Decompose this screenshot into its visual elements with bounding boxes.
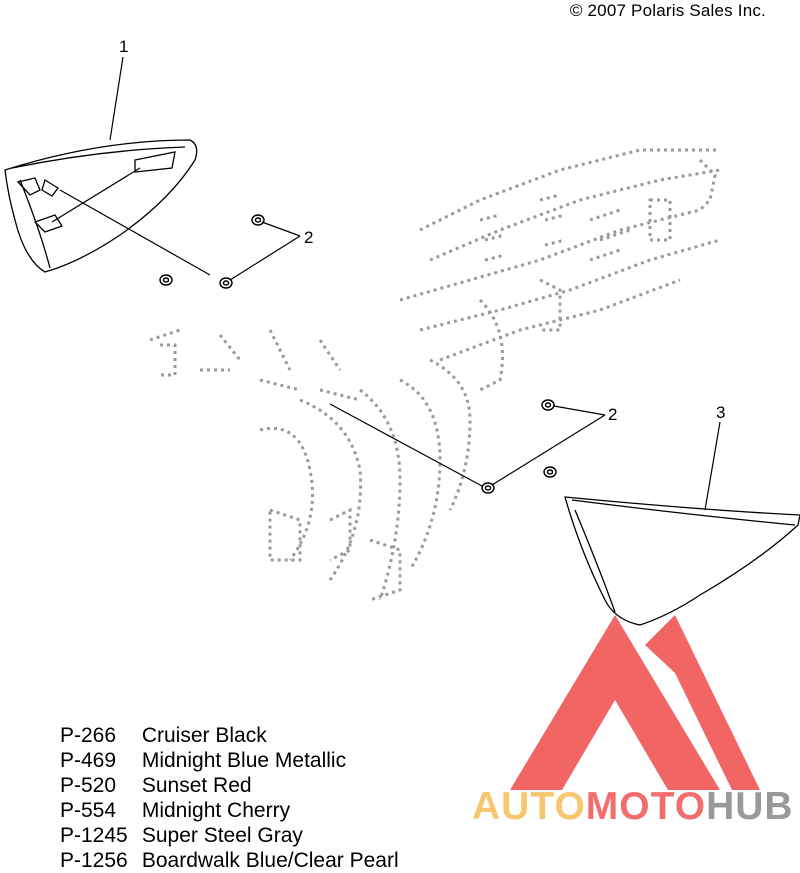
watermark-auto: AUTO <box>472 785 586 828</box>
color-item: P-520 Sunset Red <box>60 773 399 798</box>
color-item: P-1245 Super Steel Gray <box>60 823 399 848</box>
watermark-moto: MOTO <box>585 785 707 828</box>
callout-2-right: 2 <box>608 405 617 424</box>
color-name: Midnight Cherry <box>141 799 291 822</box>
copyright-notice: © 2007 Polaris Sales Inc. <box>569 1 766 20</box>
leader-lines <box>51 56 721 511</box>
color-name: Midnight Blue Metallic <box>141 749 347 772</box>
color-name: Sunset Red <box>141 774 252 797</box>
logo-right-stroke <box>645 615 760 790</box>
callout-2-left: 2 <box>304 228 313 247</box>
color-name: Boardwalk Blue/Clear Pearl <box>141 849 399 872</box>
grommet <box>541 399 555 411</box>
color-code: P-469 <box>60 749 117 772</box>
color-item: P-1256 Boardwalk Blue/Clear Pearl <box>60 848 399 873</box>
color-item: P-469 Midnight Blue Metallic <box>60 748 399 773</box>
color-code: P-1256 <box>60 849 128 872</box>
callout-1: 1 <box>119 37 128 56</box>
grommet <box>159 274 173 286</box>
watermark-logo <box>510 615 760 790</box>
logo-inner-g <box>582 715 648 777</box>
color-item: P-266 Cruiser Black <box>60 723 399 748</box>
color-code: P-1245 <box>60 824 128 847</box>
grommet <box>219 277 233 289</box>
logo-outer-triangle <box>510 615 720 790</box>
color-name: Cruiser Black <box>141 724 267 747</box>
grommet <box>251 214 265 226</box>
watermark-text: AUTOMOTOHUB <box>472 787 794 827</box>
grommet <box>543 466 557 478</box>
color-item: P-554 Midnight Cherry <box>60 798 399 823</box>
color-code: P-554 <box>60 799 117 822</box>
grommet <box>481 482 495 494</box>
watermark-hub: HUB <box>706 785 794 828</box>
grommets <box>159 214 557 494</box>
color-code: P-520 <box>60 774 117 797</box>
callout-3: 3 <box>716 403 725 422</box>
color-code-list: P-266 Cruiser Black P-469 Midnight Blue … <box>60 723 399 873</box>
color-code: P-266 <box>60 724 117 747</box>
right-side-cover <box>564 496 800 626</box>
color-name: Super Steel Gray <box>141 824 303 847</box>
left-side-cover <box>4 139 198 273</box>
ghost-frame <box>149 148 721 602</box>
